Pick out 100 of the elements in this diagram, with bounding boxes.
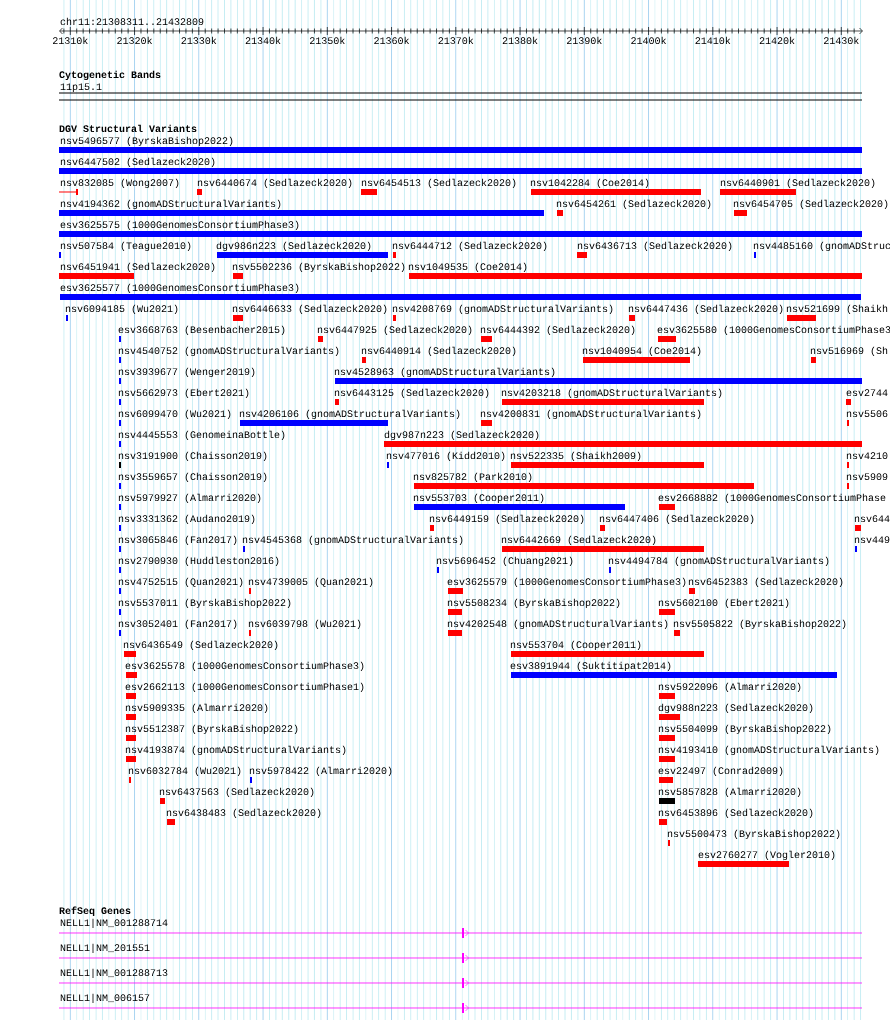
- variant-label: nsv4202548 (gnomADStructuralVariants): [447, 619, 668, 630]
- variant-label: nsv6440901 (Sedlazeck2020): [720, 178, 875, 189]
- variant-label: nsv5508234 (ByrskaBishop2022): [447, 598, 620, 609]
- variant-label: nsv6436713 (Sedlazeck2020): [577, 241, 732, 252]
- variant-label: nsv3939677 (Wenger2019): [118, 367, 255, 378]
- variant-label: nsv3331362 (Audano2019): [118, 514, 255, 525]
- track-heading: Cytogenetic Bands: [59, 70, 161, 81]
- variant-label: nsv5496577 (ByrskaBishop2022): [60, 136, 233, 147]
- variant-label: nsv3191900 (Chaisson2019): [118, 451, 267, 462]
- variant-label: nsv6437563 (Sedlazeck2020): [159, 787, 314, 798]
- variant-label: nsv3065846 (Fan2017): [118, 535, 237, 546]
- tick-label: 21360k: [374, 36, 410, 45]
- variant-label: esv3625578 (1000GenomesConsortiumPhase3): [125, 661, 364, 672]
- variant-label: nsv4210: [846, 452, 888, 460]
- variant-label: nsv5512387 (ByrskaBishop2022): [125, 724, 298, 735]
- variant-label: esv2760277 (Vogler2010): [698, 850, 835, 861]
- variant-label: nsv6446633 (Sedlazeck2020): [232, 304, 387, 315]
- variant-label: nsv6453896 (Sedlazeck2020): [658, 808, 813, 819]
- variant-label: nsv5922096 (Almarri2020): [658, 682, 801, 693]
- tick-label: 21340k: [245, 36, 281, 45]
- variant-label: nsv4203218 (gnomADStructuralVariants): [501, 388, 722, 399]
- variant-label: nsv5696452 (Chuang2021): [436, 556, 573, 567]
- variant-label: nsv1049535 (Coe2014): [408, 262, 527, 273]
- variant-label: nsv5502236 (ByrskaBishop2022): [232, 262, 405, 273]
- variant-label: nsv6454261 (Sedlazeck2020): [556, 199, 711, 210]
- variant-label: esv3625575 (1000GenomesConsortiumPhase3): [60, 220, 299, 231]
- variant-label: nsv1040954 (Coe2014): [582, 346, 701, 357]
- variant-label: esv3625579 (1000GenomesConsortiumPhase3): [447, 577, 686, 588]
- variant-label: esv3891944 (Suktitipat2014): [510, 661, 671, 672]
- variant-label: nsv4208769 (gnomADStructuralVariants): [392, 304, 613, 315]
- variant-label: nsv6442669 (Sedlazeck2020): [501, 535, 656, 546]
- variant-label: esv22497 (Conrad2009): [658, 766, 783, 777]
- variant-label: esv3625580 (1000GenomesConsortiumPhase3: [657, 325, 890, 336]
- variant-label: dgv987n223 (Sedlazeck2020): [384, 430, 539, 441]
- variant-label: nsv553703 (Cooper2011): [413, 493, 544, 504]
- variant-label: nsv825782 (Park2010): [413, 472, 532, 483]
- variant-label: nsv4494784 (gnomADStructuralVariants): [608, 556, 829, 567]
- track-heading: RefSeq Genes: [59, 906, 131, 917]
- tick-label: 21390k: [567, 36, 602, 45]
- variant-label: nsv6440914 (Sedlazeck2020): [361, 346, 516, 357]
- variant-label: nsv5506: [846, 410, 888, 418]
- tick-label: 21380k: [502, 36, 538, 45]
- variant-label: nsv6444392 (Sedlazeck2020): [480, 325, 635, 336]
- variant-label: nsv4206106 (gnomADStructuralVariants): [239, 409, 460, 420]
- variant-label: nsv1042284 (Coe2014): [530, 178, 649, 189]
- variant-label: nsv5909: [846, 473, 888, 481]
- variant-label: nsv507584 (Teague2010): [60, 241, 191, 252]
- variant-label: nsv6454705 (Sedlazeck2020): [733, 199, 888, 210]
- variant-label: nsv6449159 (Sedlazeck2020): [429, 514, 584, 525]
- tick-label: 21420k: [759, 36, 795, 45]
- variant-label: nsv6039798 (Wu2021): [248, 619, 361, 630]
- variant-label: esv2668882 (1000GenomesConsortiumPhase: [658, 493, 886, 504]
- variant-label: nsv553704 (Cooper2011): [510, 640, 641, 651]
- band-label: 11p15.1: [60, 83, 102, 93]
- tick-label: 21330k: [181, 36, 217, 45]
- variant-label: nsv6099470 (Wu2021): [118, 409, 231, 420]
- variant-label: nsv6436549 (Sedlazeck2020): [123, 640, 278, 651]
- variant-label: nsv6438483 (Sedlazeck2020): [166, 808, 321, 819]
- tick-label: 21410k: [695, 36, 731, 45]
- variant-label: nsv5662973 (Ebert2021): [118, 388, 249, 399]
- variant-label: nsv516969 (Sh: [810, 346, 888, 357]
- gene-label: NELL1|NM_001288713: [60, 968, 168, 979]
- variant-label: nsv521699 (Shaikh: [786, 304, 888, 315]
- variant-label: nsv4752515 (Quan2021): [118, 577, 243, 588]
- variant-label: nsv2790930 (Huddleston2016): [118, 556, 279, 567]
- tick-label: 21350k: [310, 36, 345, 45]
- variant-label: nsv4528963 (gnomADStructuralVariants): [334, 367, 555, 378]
- variant-label: nsv4445553 (GenomeinaBottle): [118, 430, 285, 441]
- variant-label: nsv6452383 (Sedlazeck2020): [688, 577, 843, 588]
- variant-label: nsv644: [854, 515, 890, 523]
- variant-label: nsv522335 (Shaikh2009): [510, 451, 641, 462]
- variant-label: nsv6440674 (Sedlazeck2020): [197, 178, 352, 189]
- variant-label: nsv5857828 (Almarri2020): [658, 787, 801, 798]
- tick-label: 21310k: [53, 36, 88, 45]
- tick-label: 21430k: [824, 36, 859, 45]
- gene-label: NELL1|NM_006157: [60, 993, 150, 1004]
- tick-label: 21370k: [438, 36, 474, 45]
- variant-label: nsv449: [854, 536, 890, 544]
- tick-label: 21320k: [117, 36, 153, 45]
- variant-label: nsv4193874 (gnomADStructuralVariants): [125, 745, 346, 756]
- variant-label: nsv5979927 (Almarri2020): [118, 493, 261, 504]
- variant-label: nsv3559657 (Chaisson2019): [118, 472, 267, 483]
- variant-label: nsv6447436 (Sedlazeck2020): [628, 304, 783, 315]
- variant-label: nsv4545368 (gnomADStructuralVariants): [242, 535, 463, 546]
- variant-label: nsv4485160 (gnomADStruc: [753, 241, 890, 252]
- variant-label: nsv4200831 (gnomADStructuralVariants): [480, 409, 701, 420]
- variant-label: dgv986n223 (Sedlazeck2020): [216, 241, 371, 252]
- variant-label: nsv5909335 (Almarri2020): [125, 703, 268, 714]
- variant-label: nsv477016 (Kidd2010): [386, 451, 505, 462]
- coordinate-label: chr11:21308311..21432809: [60, 17, 204, 26]
- variant-label: nsv5602100 (Ebert2021): [658, 598, 789, 609]
- variant-label: nsv3052401 (Fan2017): [118, 619, 237, 630]
- variant-label: esv2744: [846, 389, 888, 397]
- variant-label: nsv6443125 (Sedlazeck2020): [334, 388, 489, 399]
- variant-label: nsv6447406 (Sedlazeck2020): [599, 514, 754, 525]
- variant-label: nsv6094185 (Wu2021): [65, 304, 178, 315]
- variant-label: nsv6032784 (Wu2021): [128, 766, 241, 777]
- variant-label: nsv832085 (Wong2007): [60, 178, 179, 189]
- variant-label: nsv6447925 (Sedlazeck2020): [317, 325, 472, 336]
- variant-label: nsv4194362 (gnomADStructuralVariants): [60, 199, 281, 210]
